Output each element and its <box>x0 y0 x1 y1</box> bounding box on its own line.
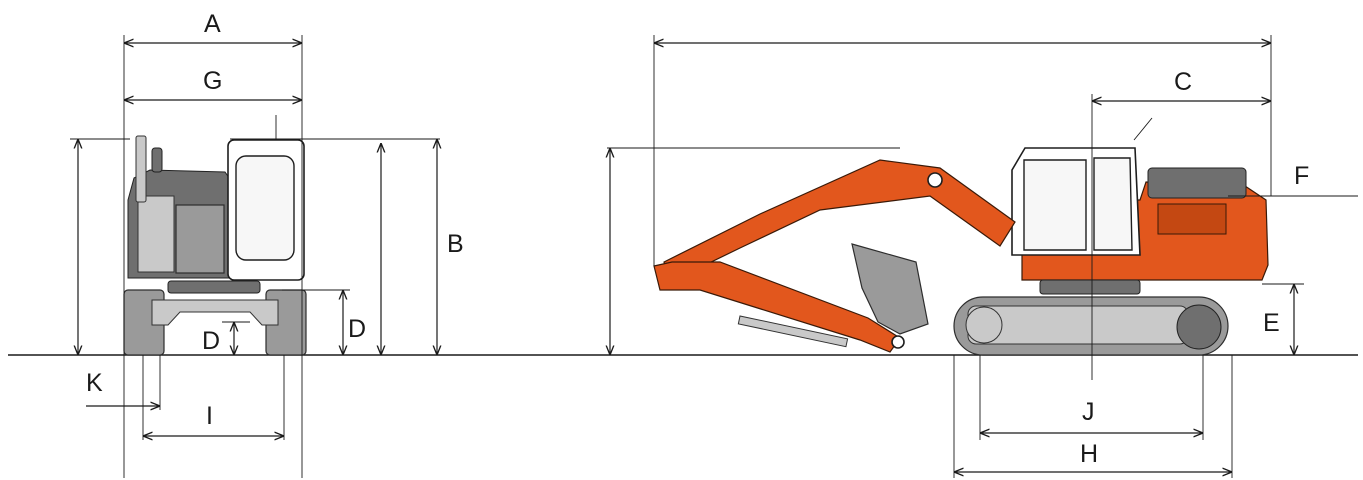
front-handrail <box>135 135 147 203</box>
front-dimensions <box>70 35 440 478</box>
side-grille <box>1157 203 1227 235</box>
side-bucket-pin <box>891 335 905 349</box>
label-D-outer: D <box>348 315 366 343</box>
side-bucket <box>851 243 929 335</box>
label-F: F <box>1294 162 1309 190</box>
side-idler <box>965 306 1003 344</box>
side-boom-pin <box>927 172 943 188</box>
side-dimensions <box>607 35 1358 478</box>
side-engine-hood <box>1147 167 1247 199</box>
label-K: K <box>86 369 103 397</box>
side-cab-door-window <box>1093 157 1133 251</box>
label-D-inner: D <box>202 327 220 355</box>
front-view-excavator <box>123 135 307 356</box>
front-cab-window <box>235 155 295 261</box>
label-J: J <box>1082 398 1095 426</box>
side-cab-window <box>1023 159 1087 251</box>
label-C: C <box>1174 68 1192 96</box>
label-E: E <box>1263 309 1280 337</box>
label-H: H <box>1080 440 1098 468</box>
label-G: G <box>203 67 222 95</box>
label-B: B <box>447 230 464 258</box>
side-arm-cylinder <box>737 315 849 348</box>
front-step <box>175 204 225 274</box>
side-swing-base <box>1039 279 1141 295</box>
front-swing-bearing <box>167 280 261 294</box>
side-view-excavator <box>653 147 1269 356</box>
front-exhaust <box>151 147 163 173</box>
front-counterweight-detail <box>137 195 175 273</box>
label-I: I <box>206 402 213 430</box>
front-undercarriage <box>151 299 279 326</box>
side-sprocket <box>1176 304 1222 350</box>
label-A: A <box>204 10 221 38</box>
